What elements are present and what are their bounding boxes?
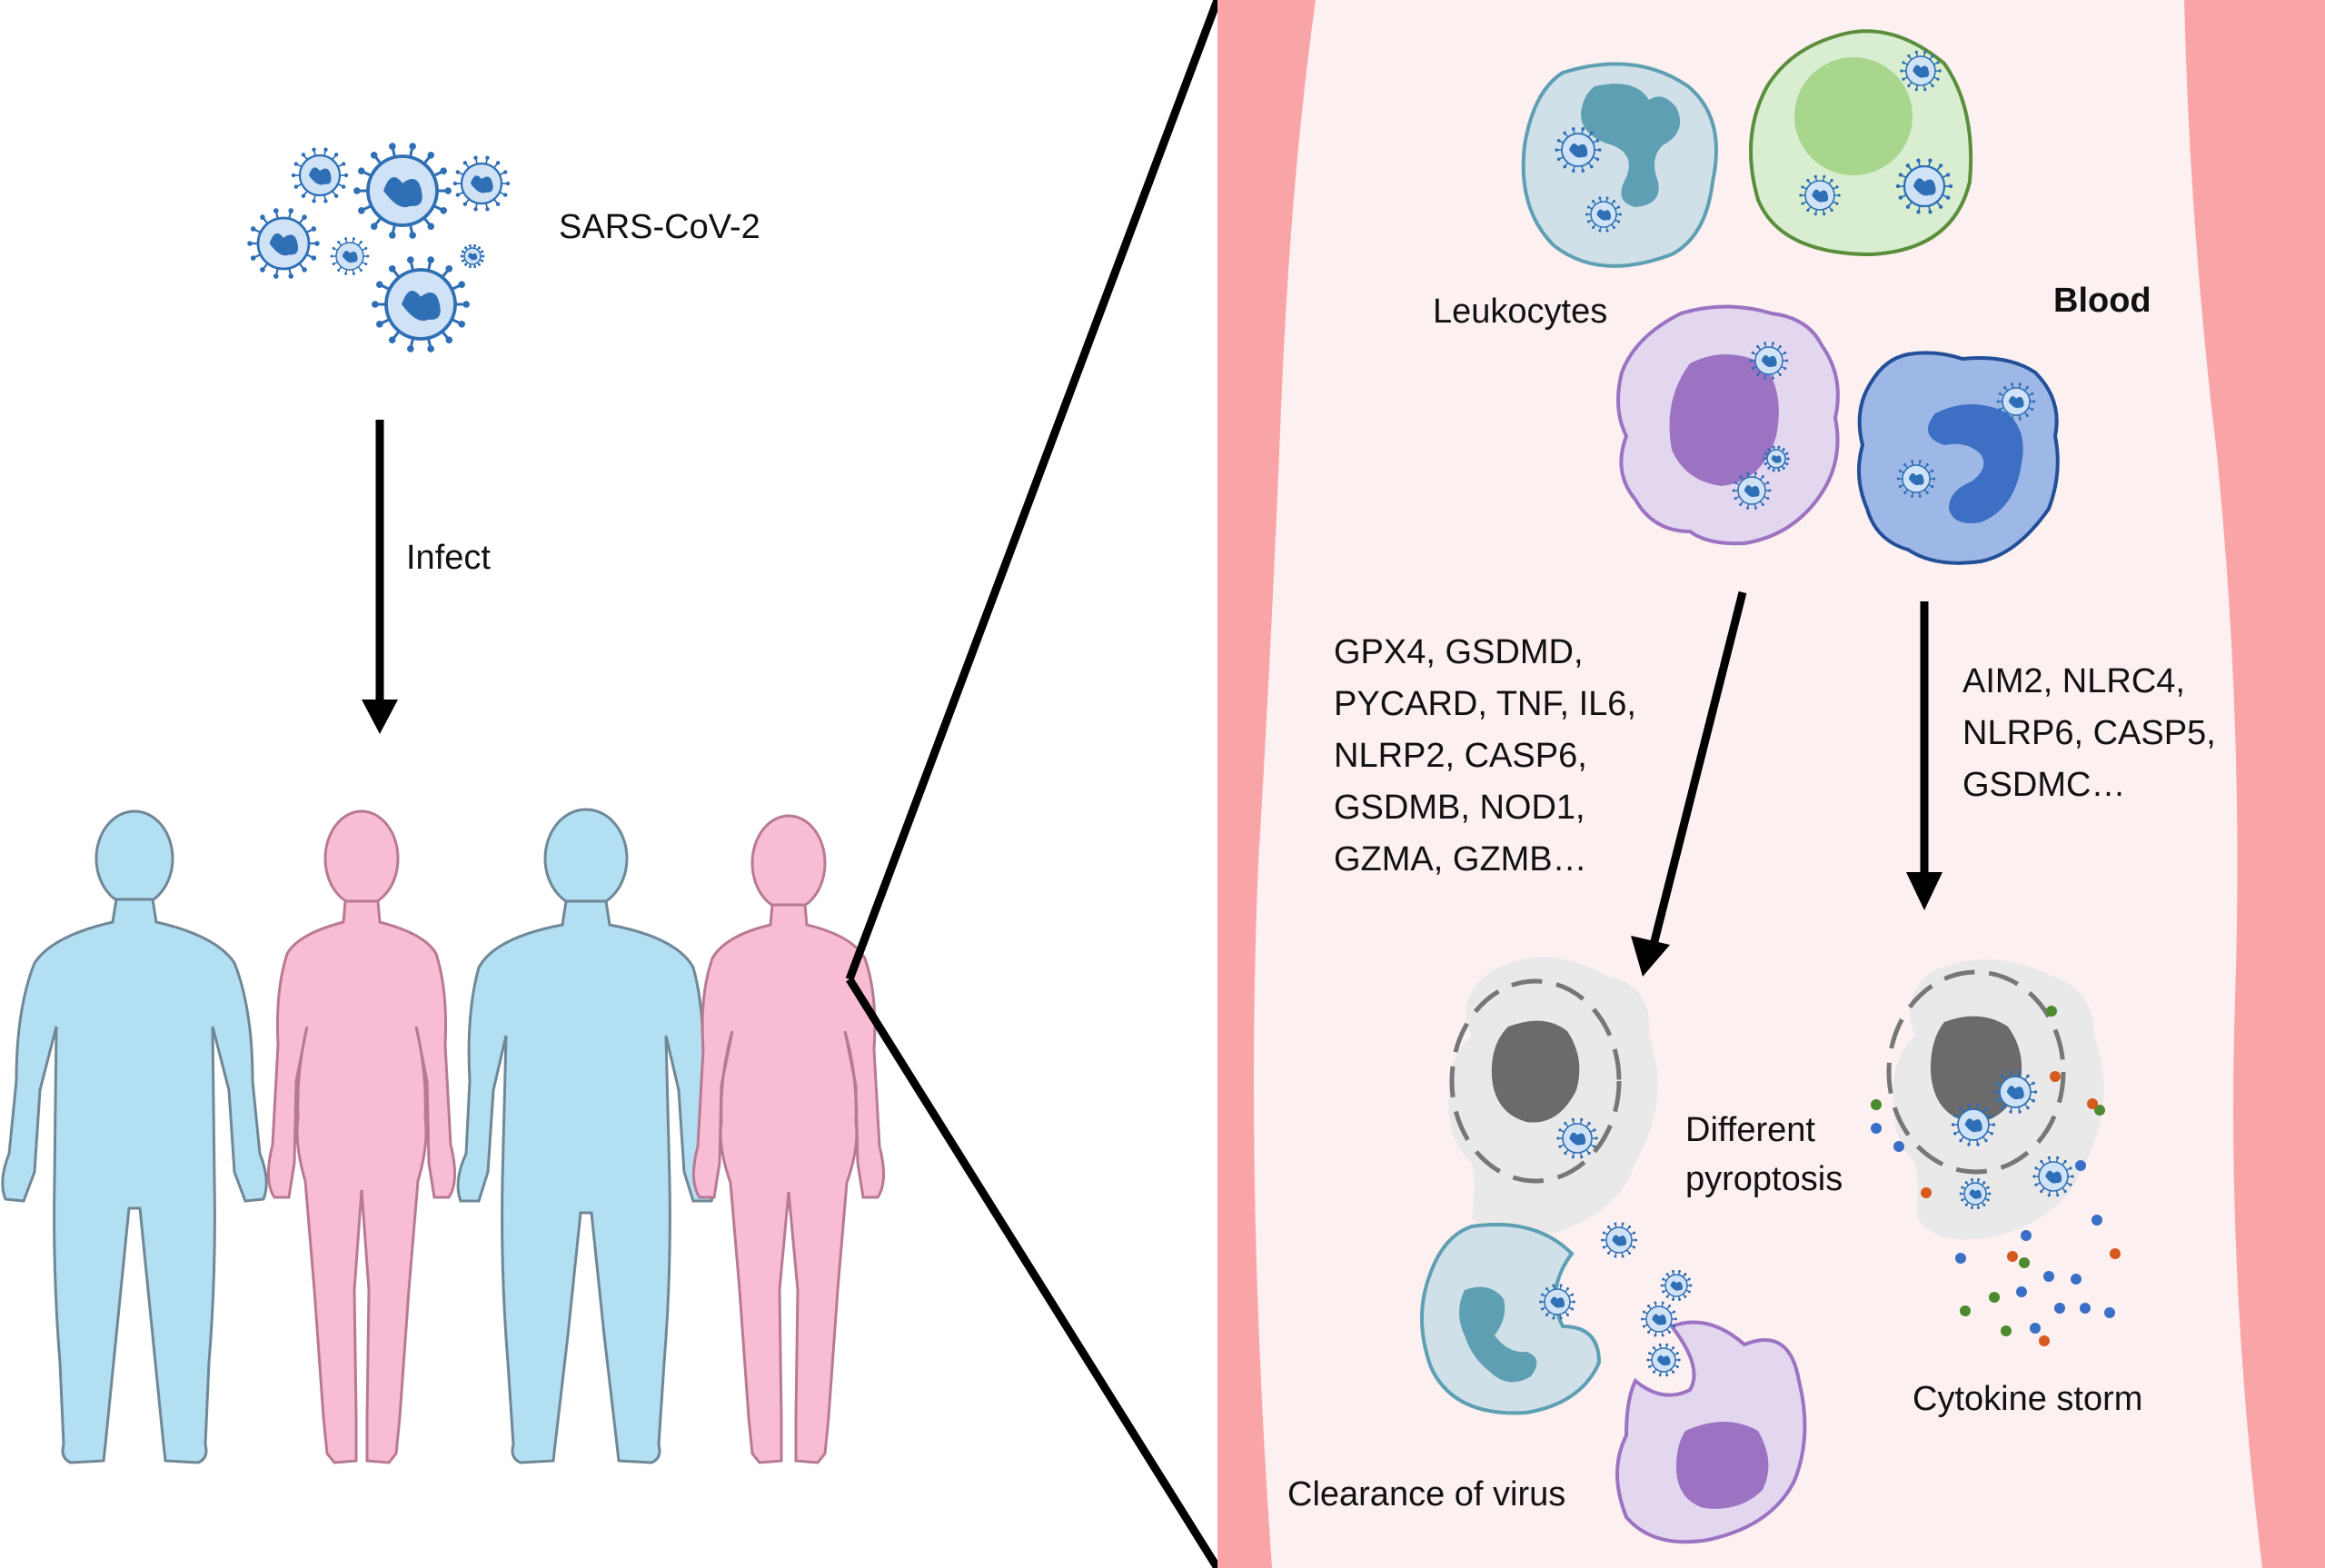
coronavirus-icon (1556, 1117, 1598, 1159)
cytokine-dot (2075, 1160, 2086, 1171)
cytokine-dot (2092, 1215, 2102, 1226)
cytokine-dot (2016, 1286, 2027, 1297)
cytokine-dot (2019, 1257, 2030, 1268)
lymphocyte-cell (1857, 351, 2060, 565)
leukocytes-label: Leukocytes (1433, 293, 1607, 331)
clearance-label: Clearance of virus (1287, 1475, 1565, 1513)
cytokine-dot (2039, 1335, 2050, 1346)
cytokine-dot (2071, 1274, 2082, 1285)
pyroptosis-label-line2: pyroptosis (1685, 1160, 1843, 1198)
green-cell (1749, 29, 1973, 257)
coronavirus-icon (372, 256, 470, 352)
gene-list-right: AIM2, NLRC4, NLRP6, CASP5, GSDMC… (1962, 662, 2216, 804)
coronavirus-icon (1646, 1343, 1681, 1377)
coronavirus-icon (1539, 1284, 1575, 1320)
phagocyte-neutrophil (1420, 1223, 1602, 1415)
female-silhouette-icon (267, 809, 456, 1464)
coronavirus-icon (291, 147, 349, 203)
virus-label: SARS-CoV-2 (559, 208, 760, 246)
cytokine-dot (2030, 1323, 2041, 1334)
coronavirus-icon (1585, 196, 1622, 233)
cytokine-dot (1871, 1099, 1882, 1110)
coronavirus-icon (1732, 471, 1772, 510)
coronavirus-icon (1896, 460, 1936, 498)
cytokine-dots (1871, 1006, 2121, 1346)
cytokine-dot (2104, 1307, 2115, 1318)
coronavirus-icon (1660, 1270, 1693, 1301)
gene-list-left-line: GZMA, GZMB… (1334, 840, 1587, 878)
coronavirus-icon (1959, 1178, 1992, 1209)
cytokine-dot (2080, 1303, 2091, 1314)
coronavirus-icon (1555, 127, 1602, 173)
gene-list-left-line: NLRP2, CASP6, (1334, 737, 1587, 775)
zoom-wedge (845, 0, 1222, 1568)
coronavirus-icon (1799, 174, 1841, 216)
cytokine-dot (1955, 1253, 1966, 1264)
coronavirus-icon (1749, 342, 1789, 380)
virus-cluster (247, 143, 511, 352)
coronavirus-icon (1996, 382, 2036, 421)
cytokine-dot (2094, 1105, 2105, 1116)
blood-vessel (1217, 0, 2325, 1568)
coronavirus-icon (2032, 1156, 2074, 1197)
population-silhouettes (1, 808, 885, 1464)
pathway-arrow-left (1631, 590, 1747, 977)
cytokine-dot (1921, 1187, 1932, 1198)
cytokine-dot (2001, 1325, 2012, 1336)
pyroptosis-label-line1: Different (1685, 1111, 1815, 1149)
phagocyte-macrophage (1615, 1320, 1807, 1544)
pathway-arrow-right (1906, 601, 1942, 910)
coronavirus-icon (353, 143, 452, 239)
cytokine-dot (2110, 1248, 2121, 1259)
pyroptotic-cell-left (1448, 957, 1658, 1238)
coronavirus-icon (330, 237, 370, 275)
coronavirus-icon (1992, 1070, 2038, 1114)
coronavirus-icon (247, 208, 320, 279)
coronavirus-icon (452, 155, 511, 212)
coronavirus-icon (1763, 445, 1790, 472)
neutrophil-cell (1521, 62, 1718, 268)
cytokine-dot (2007, 1251, 2018, 1262)
cytokine-dot (2046, 1006, 2057, 1017)
coronavirus-icon (1641, 1301, 1677, 1337)
monocyte-cell (1616, 304, 1840, 546)
cytokine-dot (1893, 1141, 1904, 1152)
cytokine-dot (1989, 1292, 2000, 1303)
gene-list-left-line: GSDMB, NOD1, (1334, 789, 1585, 827)
female-silhouette-icon (692, 814, 885, 1464)
gene-list-right-line: GSDMC… (1962, 766, 2125, 804)
gene-list-left: GPX4, GSDMD, PYCARD, TNF, IL6, NLRP2, CA… (1334, 633, 1636, 878)
male-silhouette-icon (456, 808, 716, 1464)
cytokine-dot (2087, 1098, 2098, 1109)
gene-list-right-line: AIM2, NLRC4, (1962, 662, 2185, 700)
coronavirus-icon (1601, 1222, 1637, 1258)
coronavirus-icon (1895, 158, 1953, 214)
virus-particles (1539, 50, 2074, 1377)
cytokine-dot (2054, 1303, 2065, 1314)
coronavirus-icon (1951, 1103, 1996, 1146)
male-silhouette-icon (1, 809, 268, 1464)
gene-list-left-line: GPX4, GSDMD, (1334, 633, 1584, 671)
coronavirus-icon (1900, 50, 1942, 92)
cytokine-dot (1871, 1123, 1882, 1134)
cytokine-dot (1960, 1305, 1971, 1316)
coronavirus-icon (460, 243, 485, 269)
cytokine-storm-label: Cytokine storm (1913, 1380, 2142, 1418)
cytokine-dot (2021, 1230, 2032, 1241)
infect-arrow (362, 420, 398, 734)
gene-list-right-line: NLRP6, CASP5, (1962, 714, 2216, 752)
cytokine-dot (2043, 1271, 2054, 1282)
gene-list-left-line: PYCARD, TNF, IL6, (1334, 685, 1636, 723)
cytokine-dot (2050, 1071, 2061, 1082)
blood-label: Blood (2053, 282, 2151, 320)
infect-label: Infect (406, 539, 491, 577)
